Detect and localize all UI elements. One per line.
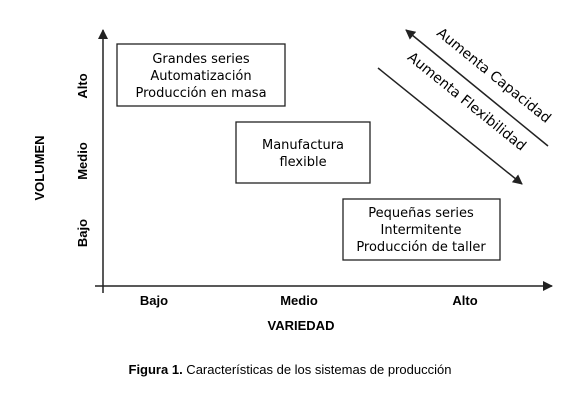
y-axis-title: VOLUMEN bbox=[32, 136, 47, 201]
box-mass-line-1: Grandes series bbox=[152, 52, 250, 67]
x-level-medio: Medio bbox=[280, 293, 318, 308]
box-mass-line-2: Automatización bbox=[150, 69, 251, 84]
box-mass-line-3: Producción en masa bbox=[135, 86, 266, 101]
y-level-bajo: Bajo bbox=[75, 219, 90, 247]
box-flexible-line-2: flexible bbox=[279, 155, 326, 170]
y-level-medio: Medio bbox=[75, 142, 90, 180]
box-jobshop-line-3: Producción de taller bbox=[356, 240, 486, 255]
box-jobshop-line-1: Pequeñas series bbox=[368, 206, 474, 221]
box-flexible-line-1: Manufactura bbox=[262, 138, 344, 153]
figure-caption: Figura 1. Características de los sistema… bbox=[0, 362, 580, 377]
box-jobshop-line-2: Intermitente bbox=[381, 223, 462, 238]
figure-caption-label: Figura 1. bbox=[128, 362, 183, 377]
capacity-arrow bbox=[405, 29, 549, 147]
box-mass-production: Grandes series Automatización Producción… bbox=[116, 43, 286, 107]
figure-caption-text: Características de los sistemas de produ… bbox=[182, 362, 452, 377]
x-axis-title: VARIEDAD bbox=[268, 318, 335, 333]
x-level-bajo: Bajo bbox=[140, 293, 168, 308]
capacity-arrow-label: Aumenta Capacidad bbox=[433, 25, 553, 127]
flexibility-arrow bbox=[377, 67, 523, 185]
y-level-alto: Alto bbox=[75, 73, 90, 98]
box-flexible-manufacturing: Manufactura flexible bbox=[235, 121, 371, 184]
box-job-shop: Pequeñas series Intermitente Producción … bbox=[342, 198, 501, 261]
x-level-alto: Alto bbox=[452, 293, 477, 308]
